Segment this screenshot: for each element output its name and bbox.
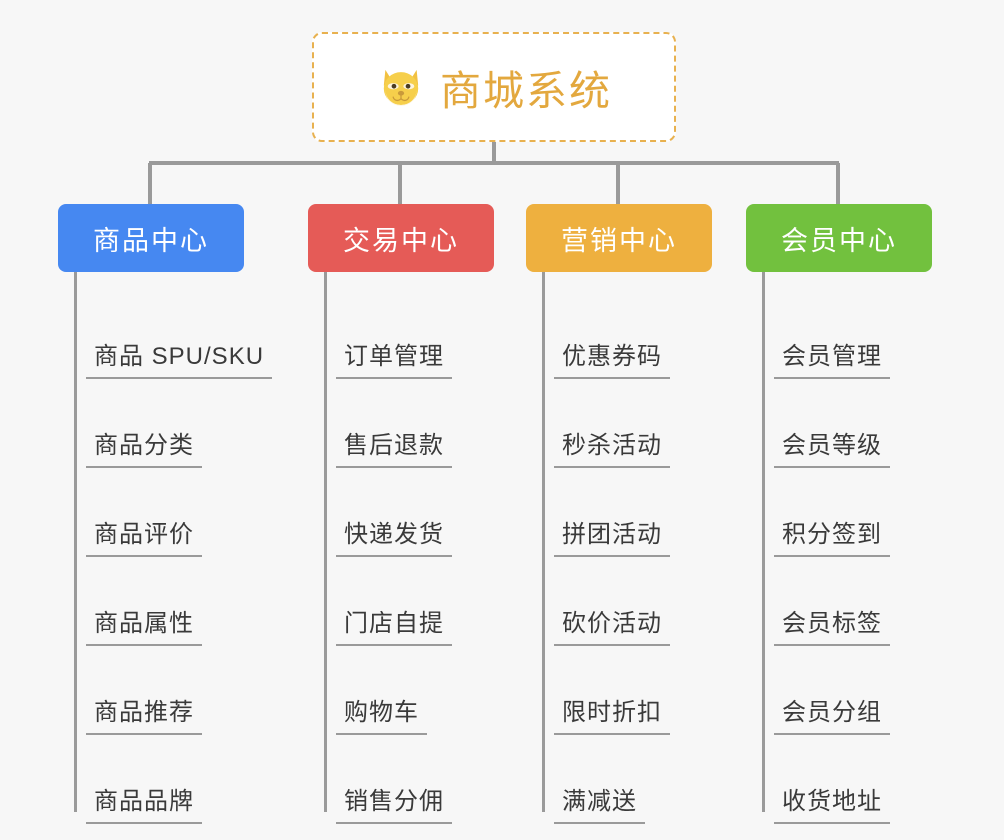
leaf-label: 商品推荐: [86, 692, 202, 735]
root-title: 商城系统: [440, 68, 612, 114]
leaf-label: 收货地址: [774, 781, 890, 824]
leaf-item[interactable]: 商品品牌: [58, 735, 244, 824]
leaf-label: 商品品牌: [86, 781, 202, 824]
branch-column-trade: 交易中心 订单管理 售后退款 快递发货 门店自提 购物车 销售分佣: [308, 204, 494, 824]
branch-trunk-line: [542, 272, 545, 812]
leaf-item[interactable]: 砍价活动: [526, 557, 712, 646]
leaf-item[interactable]: 会员标签: [746, 557, 932, 646]
branch-header-label: 会员中心: [781, 225, 897, 256]
branch-column-member: 会员中心 会员管理 会员等级 积分签到 会员标签 会员分组 收货地址: [746, 204, 932, 824]
leaf-item[interactable]: 快递发货: [308, 468, 494, 557]
leaf-item[interactable]: 售后退款: [308, 379, 494, 468]
leaf-label: 快递发货: [336, 514, 452, 557]
leaf-label: 会员分组: [774, 692, 890, 735]
leaf-item[interactable]: 优惠券码: [526, 290, 712, 379]
leaf-item[interactable]: 销售分佣: [308, 735, 494, 824]
leaf-item[interactable]: 订单管理: [308, 290, 494, 379]
leaf-label: 积分签到: [774, 514, 890, 557]
leaf-label: 门店自提: [336, 603, 452, 646]
leaf-label: 满减送: [554, 781, 645, 824]
leaf-label: 优惠券码: [554, 336, 670, 379]
leaf-label: 销售分佣: [336, 781, 452, 824]
leaf-label: 会员等级: [774, 425, 890, 468]
leaf-label: 拼团活动: [554, 514, 670, 557]
branch-items-marketing: 优惠券码 秒杀活动 拼团活动 砍价活动 限时折扣 满减送: [526, 272, 712, 824]
leaf-label: 商品属性: [86, 603, 202, 646]
leaf-item[interactable]: 商品属性: [58, 557, 244, 646]
leaf-label: 会员管理: [774, 336, 890, 379]
leaf-item[interactable]: 拼团活动: [526, 468, 712, 557]
branch-header-trade[interactable]: 交易中心: [308, 204, 494, 272]
root-node[interactable]: 商城系统: [312, 32, 676, 142]
leaf-item[interactable]: 商品分类: [58, 379, 244, 468]
leaf-label: 会员标签: [774, 603, 890, 646]
leaf-item[interactable]: 满减送: [526, 735, 712, 824]
branch-items-trade: 订单管理 售后退款 快递发货 门店自提 购物车 销售分佣: [308, 272, 494, 824]
branch-header-label: 商品中心: [93, 225, 209, 256]
branch-trunk-line: [324, 272, 327, 812]
leaf-item[interactable]: 积分签到: [746, 468, 932, 557]
branch-items-product: 商品 SPU/SKU 商品分类 商品评价 商品属性 商品推荐 商品品牌: [58, 272, 273, 824]
leaf-item[interactable]: 门店自提: [308, 557, 494, 646]
leaf-item[interactable]: 限时折扣: [526, 646, 712, 735]
leaf-item[interactable]: 商品推荐: [58, 646, 244, 735]
leaf-item[interactable]: 商品 SPU/SKU: [58, 290, 273, 379]
leaf-item[interactable]: 会员等级: [746, 379, 932, 468]
leaf-item[interactable]: 购物车: [308, 646, 494, 735]
leaf-label: 售后退款: [336, 425, 452, 468]
leaf-label: 购物车: [336, 692, 427, 735]
branch-header-label: 交易中心: [343, 225, 459, 256]
branch-header-product[interactable]: 商品中心: [58, 204, 244, 272]
leaf-label: 订单管理: [336, 336, 452, 379]
leaf-label: 商品分类: [86, 425, 202, 468]
branch-trunk-line: [762, 272, 765, 812]
branch-trunk-line: [74, 272, 77, 812]
dog-face-icon: [376, 62, 426, 112]
branch-column-product: 商品中心 商品 SPU/SKU 商品分类 商品评价 商品属性 商品推荐 商品品牌: [58, 204, 273, 824]
leaf-label: 秒杀活动: [554, 425, 670, 468]
leaf-item[interactable]: 会员管理: [746, 290, 932, 379]
leaf-item[interactable]: 商品评价: [58, 468, 244, 557]
leaf-label: 商品 SPU/SKU: [86, 336, 273, 379]
leaf-label: 砍价活动: [554, 603, 670, 646]
leaf-item[interactable]: 秒杀活动: [526, 379, 712, 468]
branch-header-label: 营销中心: [561, 225, 677, 256]
leaf-label: 限时折扣: [554, 692, 670, 735]
branch-header-member[interactable]: 会员中心: [746, 204, 932, 272]
branch-items-member: 会员管理 会员等级 积分签到 会员标签 会员分组 收货地址: [746, 272, 932, 824]
leaf-item[interactable]: 会员分组: [746, 646, 932, 735]
leaf-item[interactable]: 收货地址: [746, 735, 932, 824]
leaf-label: 商品评价: [86, 514, 202, 557]
branch-column-marketing: 营销中心 优惠券码 秒杀活动 拼团活动 砍价活动 限时折扣 满减送: [526, 204, 712, 824]
branch-header-marketing[interactable]: 营销中心: [526, 204, 712, 272]
